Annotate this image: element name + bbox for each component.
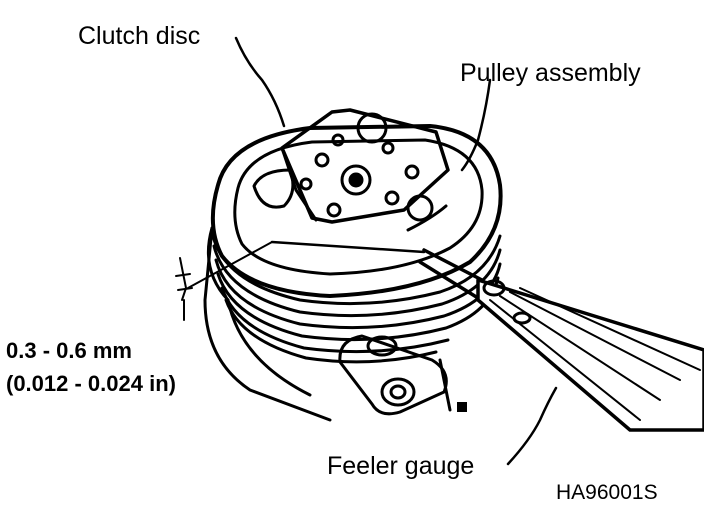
clearance-dimension [175, 241, 273, 321]
label-feeler-gauge: Feeler gauge [327, 452, 475, 480]
clutch-disc [252, 108, 450, 232]
label-pulley-assembly: Pulley assembly [460, 59, 641, 87]
label-clutch-disc: Clutch disc [78, 22, 201, 50]
leader-feeler-gauge [506, 386, 558, 466]
mounting-lug [338, 334, 467, 416]
leader-clutch-disc [234, 36, 286, 128]
pulley-assembly [210, 124, 503, 364]
feeler-gauge-tool [270, 240, 704, 432]
label-clearance-in: (0.012 - 0.024 in) [6, 371, 176, 396]
leader-pulley-assembly [460, 78, 492, 172]
figure-code: HA96001S [556, 481, 658, 504]
label-clearance-mm: 0.3 - 0.6 mm [6, 338, 132, 363]
